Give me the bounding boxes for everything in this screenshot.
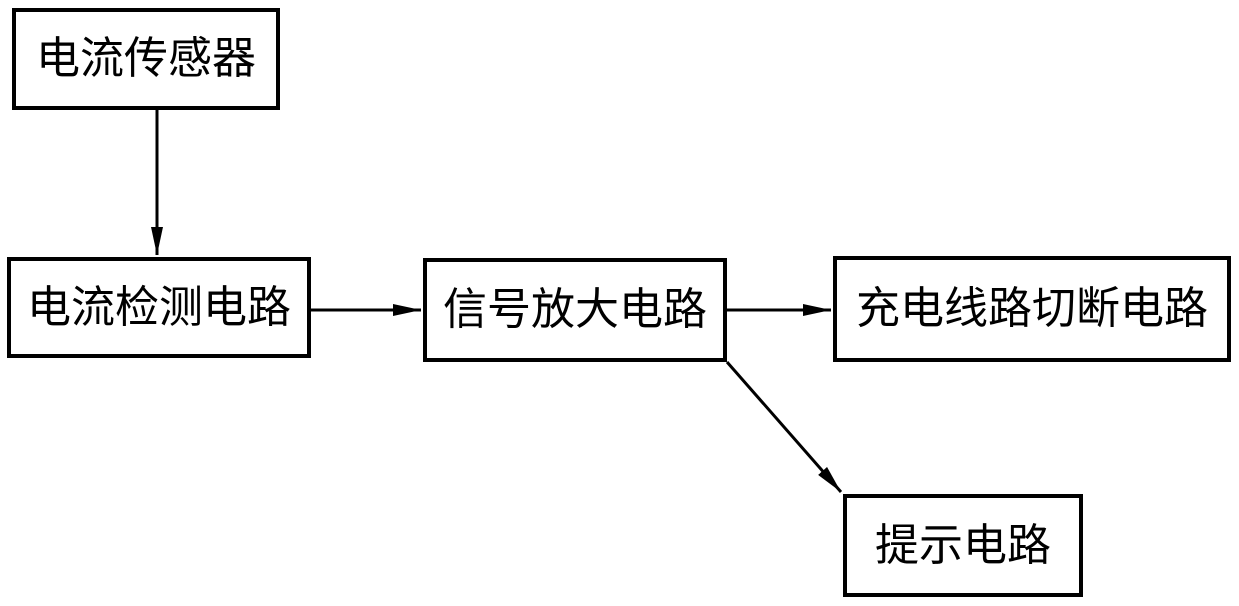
node-current-sensor: 电流传感器	[12, 8, 280, 110]
node-charge-line-cutoff-circuit: 充电线路切断电路	[833, 256, 1231, 362]
node-prompt-circuit-label: 提示电路	[875, 520, 1051, 570]
node-charge-line-cutoff-circuit-label: 充电线路切断电路	[856, 284, 1208, 333]
node-current-sensor-label: 电流传感器	[36, 34, 256, 83]
node-current-detection-circuit: 电流检测电路	[7, 257, 311, 358]
node-prompt-circuit: 提示电路	[843, 494, 1083, 597]
node-current-detection-circuit-label: 电流检测电路	[27, 282, 291, 332]
node-signal-amplifier-circuit: 信号放大电路	[423, 258, 727, 362]
arrow-amplifier-to-prompt	[725, 361, 843, 493]
node-signal-amplifier-circuit-label: 信号放大电路	[443, 285, 707, 334]
